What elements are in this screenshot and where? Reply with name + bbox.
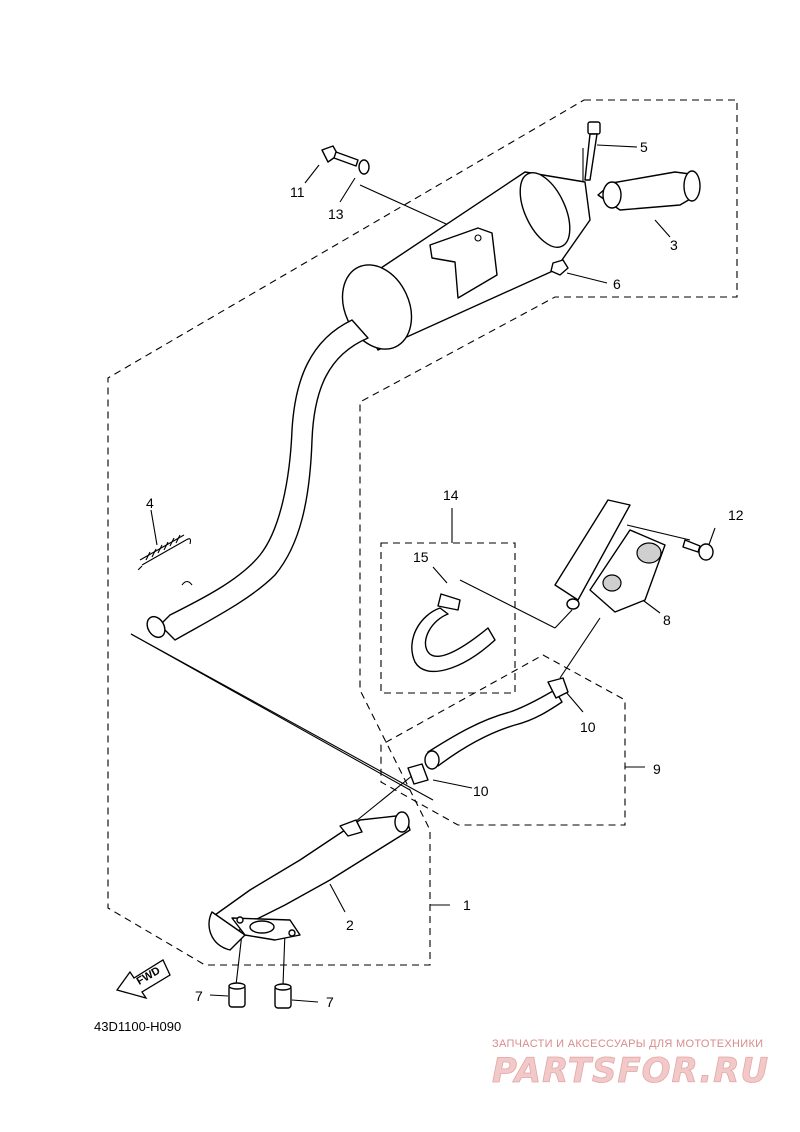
hose-9 xyxy=(424,689,563,770)
spring-4 xyxy=(137,534,192,571)
stud-7-right xyxy=(274,983,292,1009)
part-number-3: 3 xyxy=(670,237,678,253)
part-number-4: 4 xyxy=(146,495,154,511)
part-number-1: 1 xyxy=(463,897,471,913)
bolt-11 xyxy=(321,145,359,167)
group-9-box xyxy=(380,654,626,826)
clamp-10-upper xyxy=(547,677,569,699)
group-14-box xyxy=(380,542,516,694)
bolt-5 xyxy=(584,121,601,181)
watermark-subtitle: ЗАПЧАСТИ И АКСЕССУАРЫ ДЛЯ МОТОТЕХНИКИ xyxy=(492,1038,763,1050)
part-number-6: 6 xyxy=(613,276,621,292)
reed-valve-8 xyxy=(554,499,666,613)
exhaust-pipe xyxy=(146,319,369,641)
screw-12 xyxy=(682,539,714,561)
washer-13 xyxy=(358,159,370,175)
assembly-outline-dashed xyxy=(107,99,738,966)
part-number-12: 12 xyxy=(728,507,744,523)
part-number-10-upper: 10 xyxy=(580,719,596,735)
part-number-10-lower: 10 xyxy=(473,783,489,799)
stud-7-left xyxy=(228,982,246,1008)
part-number-2: 2 xyxy=(346,917,354,933)
tail-pipe xyxy=(597,170,701,211)
part-number-15: 15 xyxy=(413,549,429,565)
clamp-10-lower xyxy=(407,763,429,785)
front-pipe xyxy=(208,811,411,951)
part-number-5: 5 xyxy=(640,139,648,155)
part-number-9: 9 xyxy=(653,761,661,777)
fwd-arrow-icon: FWD xyxy=(115,959,171,1000)
part-number-13: 13 xyxy=(328,206,344,222)
nut-6 xyxy=(550,259,569,276)
part-number-11: 11 xyxy=(290,184,305,200)
hose-15 xyxy=(411,593,496,673)
part-number-14: 14 xyxy=(443,487,459,503)
part-number-7-left: 7 xyxy=(195,988,203,1004)
part-number-8: 8 xyxy=(663,612,671,628)
leader-lines xyxy=(130,144,716,1003)
muffler xyxy=(341,171,591,351)
part-number-7-right: 7 xyxy=(326,994,334,1010)
diagram-code: 43D1100-H090 xyxy=(94,1019,181,1034)
watermark-brand: PARTSFOR.RU xyxy=(492,1051,769,1091)
